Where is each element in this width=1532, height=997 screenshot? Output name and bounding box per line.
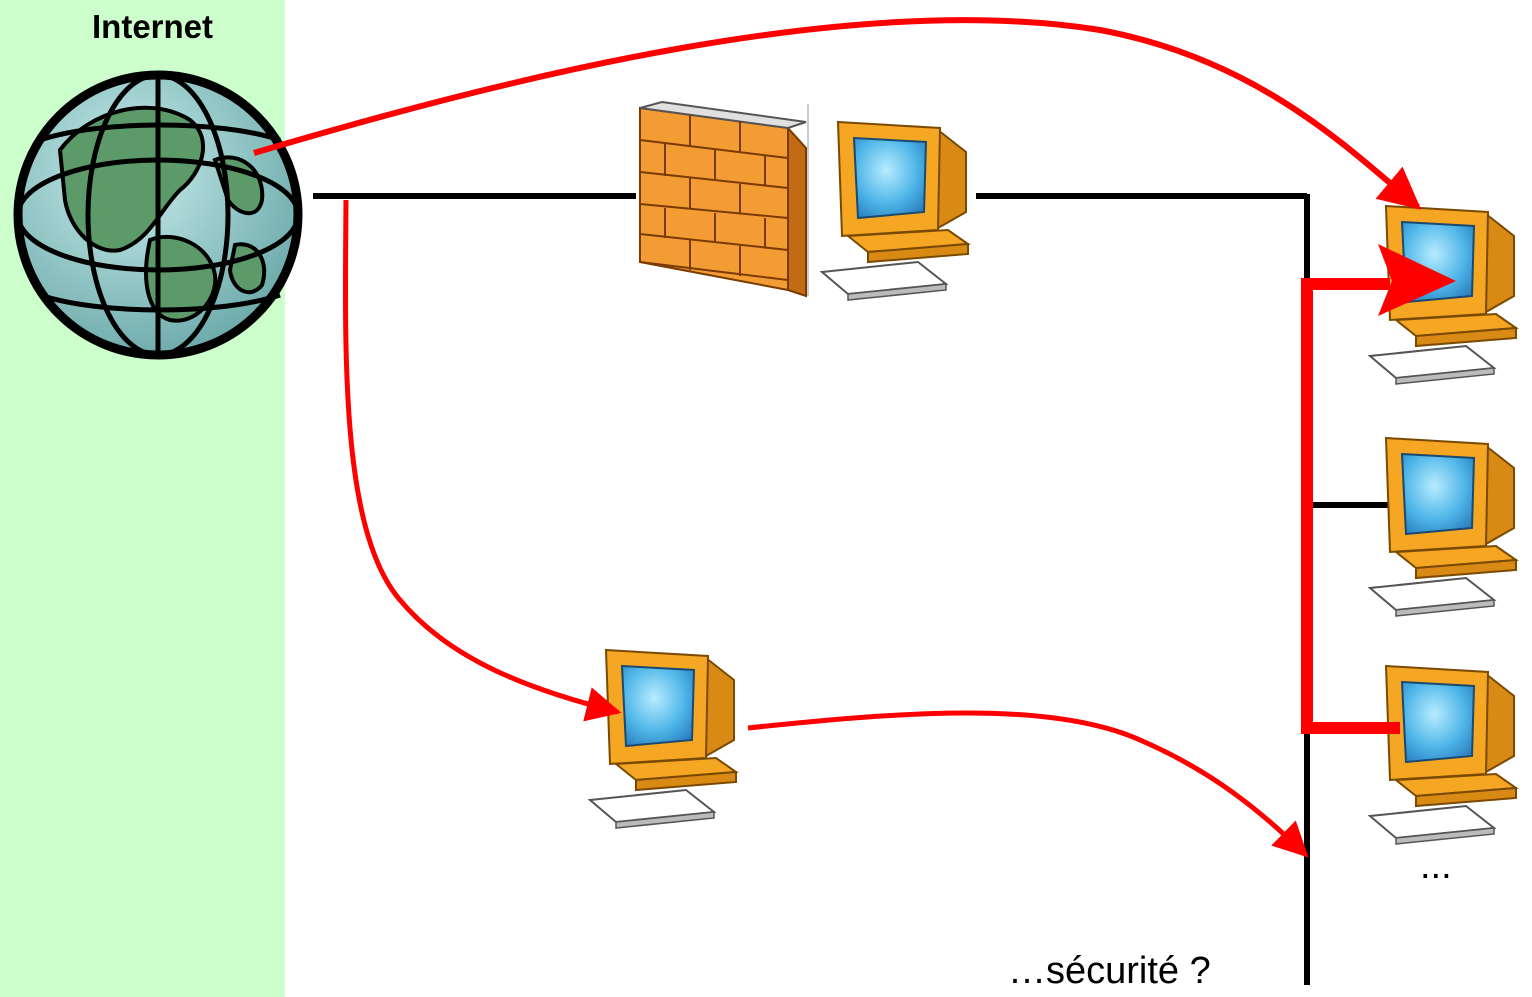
more-hosts-label: ... <box>1420 845 1452 887</box>
bypass-arrow-top <box>253 17 1422 210</box>
firewall-icon <box>639 100 809 298</box>
computer-icon <box>1369 437 1517 617</box>
computer-icon <box>589 649 737 829</box>
rogue-access-arrow <box>342 199 622 722</box>
internet-label: Internet <box>92 8 214 45</box>
computer-icon <box>1369 665 1517 845</box>
attack-paths <box>253 17 1422 858</box>
rogue-to-lan-arrow <box>747 710 1309 858</box>
lateral-movement-path <box>1301 278 1400 734</box>
globe-icon <box>13 70 303 360</box>
network-lines <box>313 193 1410 985</box>
computer-icon <box>821 121 969 301</box>
security-question-label: …sécurité ? <box>1008 950 1211 992</box>
lateral-arrowhead <box>1378 244 1456 316</box>
